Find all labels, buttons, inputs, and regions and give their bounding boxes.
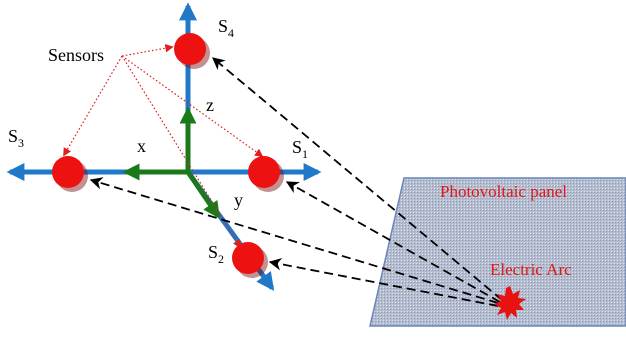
sensor-s4 [174, 33, 206, 65]
sensor-s3 [52, 156, 84, 188]
path-to-s2 [268, 257, 499, 307]
photovoltaic-panel [369, 177, 626, 327]
sensor-s4-label: S4 [218, 16, 234, 40]
axis-y-label: y [234, 190, 243, 210]
path-to-s4 [212, 57, 503, 301]
sensors-label: Sensors [48, 45, 104, 65]
sensor-s2 [232, 242, 264, 274]
panel-label: Photovoltaic panel [440, 182, 567, 201]
axis-z-label: z [206, 95, 214, 115]
sensor-s1-label: S1 [292, 137, 308, 161]
path-to-s3 [89, 177, 499, 304]
sensor-dots [52, 33, 284, 278]
path-to-s1 [285, 181, 501, 303]
arc-label: Electric Arc [490, 260, 572, 279]
pointer-s3 [63, 55, 123, 157]
propagation-paths [89, 57, 503, 307]
pointer-s4 [121, 44, 174, 57]
sensor-pointers [63, 44, 264, 249]
axis-x-label: x [137, 136, 146, 156]
unit-vectors [122, 106, 221, 219]
vector-y [185, 170, 221, 219]
sensor-s2-label: S2 [208, 242, 224, 266]
electric-arc-icon [494, 286, 526, 320]
sensor-s1 [248, 156, 280, 188]
sensor-s3-label: S3 [8, 126, 24, 150]
pointer-s2 [121, 55, 241, 249]
